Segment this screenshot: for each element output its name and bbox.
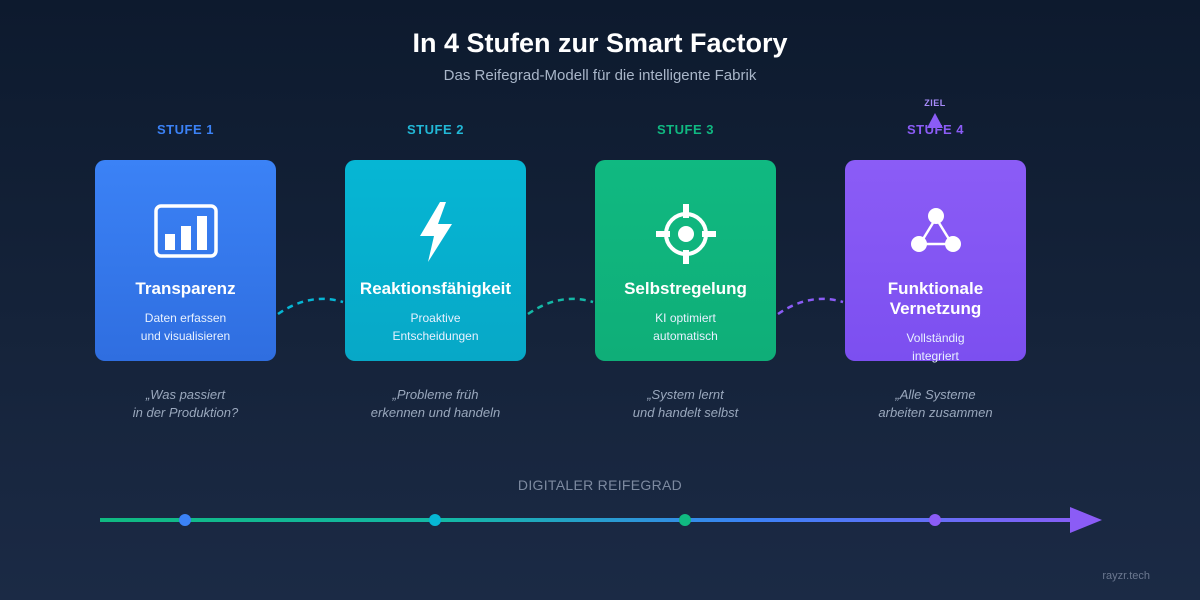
lightning-icon — [419, 202, 452, 262]
stage-4-desc-line: Vollständig — [906, 331, 965, 345]
page-subtitle: Das Reifegrad-Modell für die intelligent… — [443, 67, 757, 84]
quote-line: und handelt selbst — [632, 405, 739, 420]
axis-marker-stage-2 — [429, 514, 441, 526]
stage-2-desc-line: Proaktive — [410, 311, 461, 325]
stage-3-title: Selbstregelung — [624, 279, 747, 298]
stage-4-label: STUFE 4 — [907, 122, 964, 137]
stage-3-desc-line: automatisch — [653, 329, 718, 343]
stage-2-quote: „Probleme früh erkennen und handeln — [345, 386, 526, 422]
connector-1-2 — [277, 297, 344, 316]
stage-3-description: KI optimiert automatisch — [595, 309, 776, 345]
axis-marker-stage-1 — [179, 514, 191, 526]
axis-marker-stage-4 — [929, 514, 941, 526]
quote-line: „Probleme früh — [392, 387, 479, 402]
quote-line: „Was passiert — [145, 387, 226, 402]
connector-3-4 — [777, 297, 844, 316]
maturity-axis-arrow-icon — [1070, 507, 1102, 533]
stage-3-card: Selbstregelung KI optimiert automatisch — [595, 160, 776, 361]
crosshair-icon — [655, 204, 716, 264]
goal-label: ZIEL — [924, 98, 946, 108]
quote-line: erkennen und handeln — [370, 405, 501, 420]
stage-3-desc-line: KI optimiert — [655, 311, 716, 325]
quote-line: „Alle Systeme — [895, 387, 976, 402]
axis-marker-stage-3 — [679, 514, 691, 526]
network-icon — [910, 208, 961, 252]
connector-2-3 — [527, 297, 594, 316]
stage-2-label: STUFE 2 — [407, 122, 464, 137]
quote-line: in der Produktion? — [132, 405, 239, 420]
maturity-axis-label: DIGITALER REIFEGRAD — [517, 477, 683, 493]
stage-2-description: Proaktive Entscheidungen — [345, 309, 526, 345]
bar-chart-icon — [153, 204, 218, 258]
stage-4-card: Funktionale Vernetzung Vollständig integ… — [845, 160, 1026, 363]
stage-4-title: Funktionale Vernetzung — [845, 279, 1026, 319]
stage-4-title-line: Vernetzung — [889, 299, 982, 318]
stage-1-label: STUFE 1 — [157, 122, 214, 137]
quote-line: arbeiten zusammen — [878, 405, 993, 420]
stage-1-title: Transparenz — [135, 279, 236, 298]
brand-label: rayzr.tech — [1102, 570, 1150, 582]
stage-2-title: Reaktionsfähigkeit — [359, 279, 512, 298]
goal-arrow-icon — [927, 113, 943, 128]
page-title: In 4 Stufen zur Smart Factory — [412, 28, 788, 58]
stage-1-desc-line: und visualisieren — [140, 329, 231, 343]
quote-line: „System lernt — [647, 387, 724, 402]
stage-4-title-line: Funktionale — [887, 279, 984, 298]
stage-2-desc-line: Entscheidungen — [392, 329, 479, 343]
stage-1-description: Daten erfassen und visualisieren — [95, 309, 276, 345]
stage-2-card: Reaktionsfähigkeit Proaktive Entscheidun… — [345, 160, 526, 361]
stage-3-quote: „System lernt und handelt selbst — [595, 386, 776, 422]
stage-4-quote: „Alle Systeme arbeiten zusammen — [845, 386, 1026, 422]
stage-4-desc-line: integriert — [912, 349, 959, 363]
stage-3-label: STUFE 3 — [657, 122, 714, 137]
stage-1-quote: „Was passiert in der Produktion? — [95, 386, 276, 422]
stage-4-description: Vollständig integriert — [845, 329, 1026, 365]
stage-1-card: Transparenz Daten erfassen und visualisi… — [95, 160, 276, 361]
stage-1-desc-line: Daten erfassen — [144, 311, 227, 325]
